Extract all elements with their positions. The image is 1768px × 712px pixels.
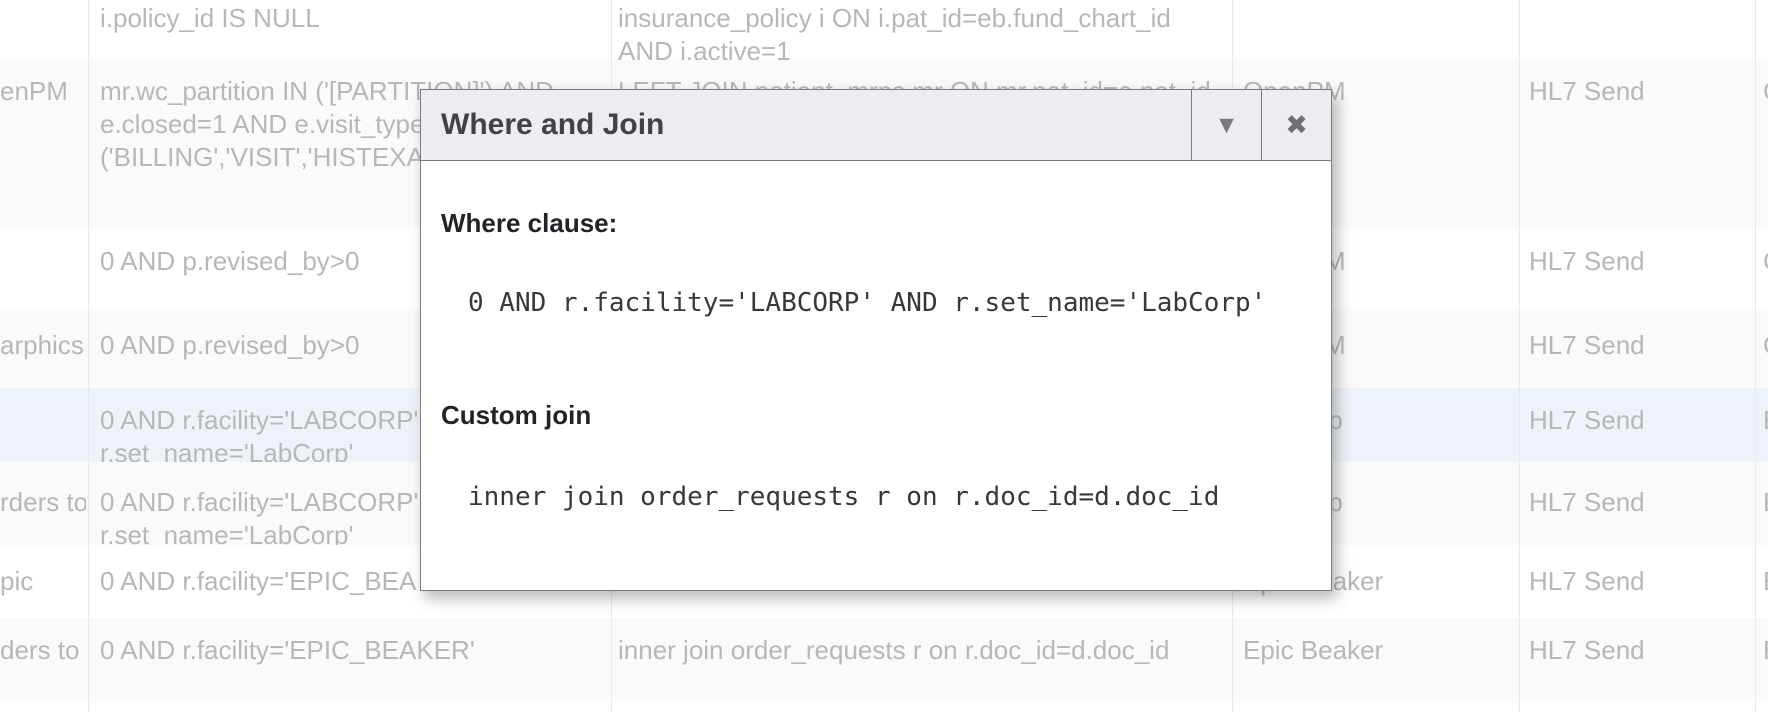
cell-send	[1529, 0, 1749, 60]
where-clause-label: Where clause:	[441, 208, 618, 238]
cell-where: 0 AND r.facility='EPIC_BEAKER'	[100, 635, 475, 665]
cell-extra: C	[1763, 229, 1768, 309]
cell-send: HL7 Send	[1529, 566, 1645, 596]
custom-join-label: Custom join	[441, 400, 592, 430]
cell-send: HL7 Send	[1529, 246, 1645, 276]
cell-name	[0, 703, 86, 712]
cell-where	[100, 703, 610, 712]
custom-join-value: inner join order_requests r on r.doc_id=…	[468, 482, 1220, 512]
cell-send: HL7 Send	[1529, 487, 1645, 517]
column-divider	[88, 0, 89, 712]
close-icon: ✖	[1285, 109, 1308, 141]
where-clause-value: 0 AND r.facility='LABCORP' AND r.set_nam…	[468, 288, 1267, 318]
cell-join: insurance_policy i ON i.pat_id=eb.fund_c…	[618, 3, 1171, 60]
cell-name	[0, 388, 86, 462]
cell-where: 0 AND r.facility='LABCORP'r.set_name='La…	[100, 405, 419, 462]
cell-system	[1243, 703, 1513, 712]
cell-where: 0 AND r.facility='EPIC_BEA	[100, 566, 417, 596]
cell-name	[0, 0, 86, 60]
dialog-titlebar[interactable]: Where and Join ▼ ✖	[421, 90, 1331, 161]
cell-extra: E	[1763, 388, 1768, 462]
cell-extra: E	[1763, 545, 1768, 618]
cell-join	[618, 703, 1226, 712]
cell-system	[1243, 0, 1513, 60]
cell-extra	[1763, 703, 1768, 712]
dialog-title: Where and Join	[441, 108, 665, 141]
cell-where: 0 AND r.facility='LABCORP'r.set_name='La…	[100, 487, 419, 545]
cell-system: Epic Beaker	[1243, 635, 1384, 665]
cell-name: rders to	[0, 487, 86, 517]
where-and-join-dialog: Where and Join ▼ ✖ Where clause: 0 AND r…	[420, 89, 1332, 591]
table-row[interactable]: i.policy_id IS NULL insurance_policy i ON…	[0, 0, 1768, 61]
cell-name: arphics	[0, 330, 84, 360]
cell-where: 0 AND p.revised_by>0	[100, 330, 360, 360]
cell-send: HL7 Send	[1529, 635, 1645, 665]
column-divider	[1519, 0, 1520, 712]
cell-name: pic	[0, 566, 34, 596]
chevron-down-icon: ▼	[1219, 114, 1234, 136]
dialog-body: Where clause: 0 AND r.facility='LABCORP'…	[421, 161, 1331, 590]
cell-extra: E	[1763, 462, 1768, 545]
cell-name: ders to	[0, 635, 80, 665]
cell-join: inner join order_requests r on r.doc_id=…	[618, 635, 1170, 665]
cell-extra	[1763, 0, 1768, 60]
table-row[interactable]	[0, 703, 1768, 712]
cell-where: 0 AND p.revised_by>0	[100, 246, 360, 276]
cell-send: HL7 Send	[1529, 330, 1645, 360]
collapse-button[interactable]: ▼	[1191, 90, 1261, 160]
close-button[interactable]: ✖	[1261, 90, 1331, 160]
cell-extra: E	[1763, 618, 1768, 703]
cell-send: HL7 Send	[1529, 405, 1645, 435]
cell-name	[0, 229, 86, 309]
cell-extra: C	[1763, 60, 1768, 229]
table-row[interactable]: ders to 0 AND r.facility='EPIC_BEAKER' inn…	[0, 618, 1768, 704]
cell-name: enPM	[0, 76, 68, 106]
cell-send: HL7 Send	[1529, 76, 1645, 106]
cell-send	[1529, 703, 1749, 712]
cell-extra: C	[1763, 309, 1768, 388]
cell-where: i.policy_id IS NULL	[100, 3, 320, 33]
column-divider	[1755, 0, 1756, 712]
